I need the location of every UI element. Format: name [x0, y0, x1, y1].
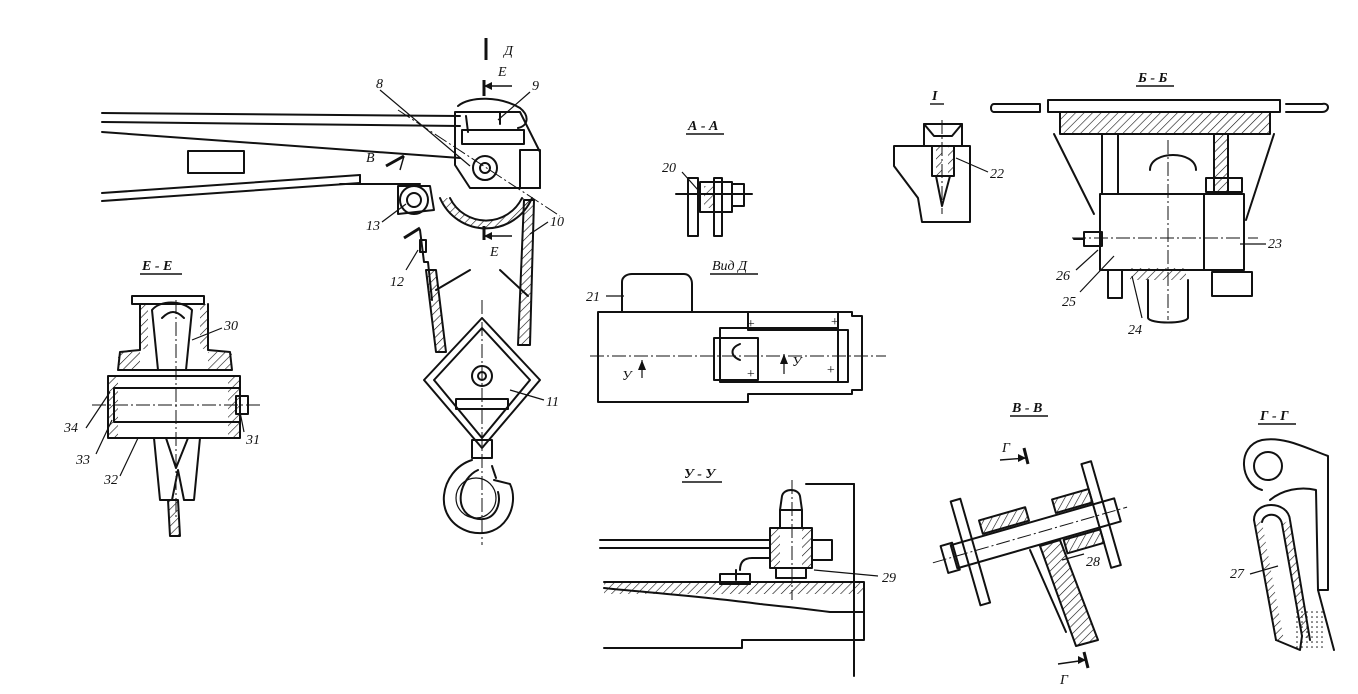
title-vid-d: Вид Д — [712, 259, 748, 274]
section-marker-e-bottom — [482, 226, 512, 240]
callout-31: 31 — [245, 433, 260, 448]
callout-28: 28 — [1086, 555, 1100, 570]
callout-22: 22 — [990, 167, 1004, 182]
callout-32: 32 — [103, 473, 118, 488]
callout-27: 27 — [1230, 567, 1245, 582]
pivot-13 — [397, 185, 435, 215]
callout-33: 33 — [75, 453, 90, 468]
callout-12: 12 — [390, 275, 404, 290]
callout-13: 13 — [366, 219, 380, 234]
callout-25: 25 — [1062, 295, 1076, 310]
label-d: Д — [502, 44, 514, 59]
callout-30: 30 — [223, 319, 238, 334]
label-g-bottom: Г — [1059, 673, 1069, 688]
boom-girder — [101, 112, 461, 202]
svg-text:+: + — [746, 367, 755, 382]
section-bb: Б - Б 23 24 25 26 — [990, 71, 1329, 338]
callout-21: 21 — [586, 290, 600, 305]
label-e-top: Е — [497, 65, 507, 80]
section-marker-e-top — [482, 80, 512, 96]
callout-9: 9 — [532, 79, 539, 94]
title-vv: В - В — [1011, 401, 1042, 416]
callout-24: 24 — [1128, 323, 1142, 338]
crane-hook — [443, 459, 515, 535]
section-vv: В - В Г Г 28 — [932, 401, 1128, 688]
callout-8: 8 — [376, 77, 383, 92]
title-aa: А - А — [687, 119, 718, 134]
boom-head-plate — [454, 97, 541, 189]
callout-34: 34 — [63, 421, 78, 436]
title-ee: Е - Е — [141, 259, 172, 274]
callout-29: 29 — [882, 571, 896, 586]
title-uu: У - У — [684, 467, 717, 482]
callout-26: 26 — [1056, 269, 1070, 284]
section-uu: У - У 29 — [599, 467, 896, 677]
callout-23: 23 — [1268, 237, 1282, 252]
rope-10 — [517, 199, 535, 346]
label-e-bottom: Е — [489, 245, 499, 260]
rope-12 — [419, 229, 447, 353]
title-bb: Б - Б — [1137, 71, 1168, 86]
main-view-boom-head: Д Е Е В 8 9 10 11 12 13 — [101, 38, 564, 545]
view-d: Вид Д + + + + У У 21 — [586, 259, 886, 403]
svg-text:+: + — [830, 315, 839, 330]
title-detail-i: I — [931, 89, 938, 104]
label-u-right: У — [792, 355, 803, 370]
svg-text:+: + — [746, 317, 755, 332]
svg-text:+: + — [826, 363, 835, 378]
section-ee: Е - Е 30 31 32 33 34 — [63, 259, 262, 537]
title-gg: Г - Г — [1259, 409, 1289, 424]
section-gg: Г - Г 27 — [1230, 409, 1335, 651]
section-marker-v — [385, 154, 405, 171]
label-g-top: Г — [1001, 441, 1011, 456]
section-aa: А - А 20 — [662, 119, 753, 237]
callout-11: 11 — [546, 395, 559, 410]
label-u-left: У — [622, 369, 633, 384]
label-v: В — [366, 151, 375, 166]
callout-20: 20 — [662, 161, 676, 176]
section-marker-v-lower — [403, 226, 421, 240]
detail-i: I 22 — [893, 89, 1004, 223]
hook-block-11 — [423, 269, 541, 545]
callout-10: 10 — [550, 215, 564, 230]
